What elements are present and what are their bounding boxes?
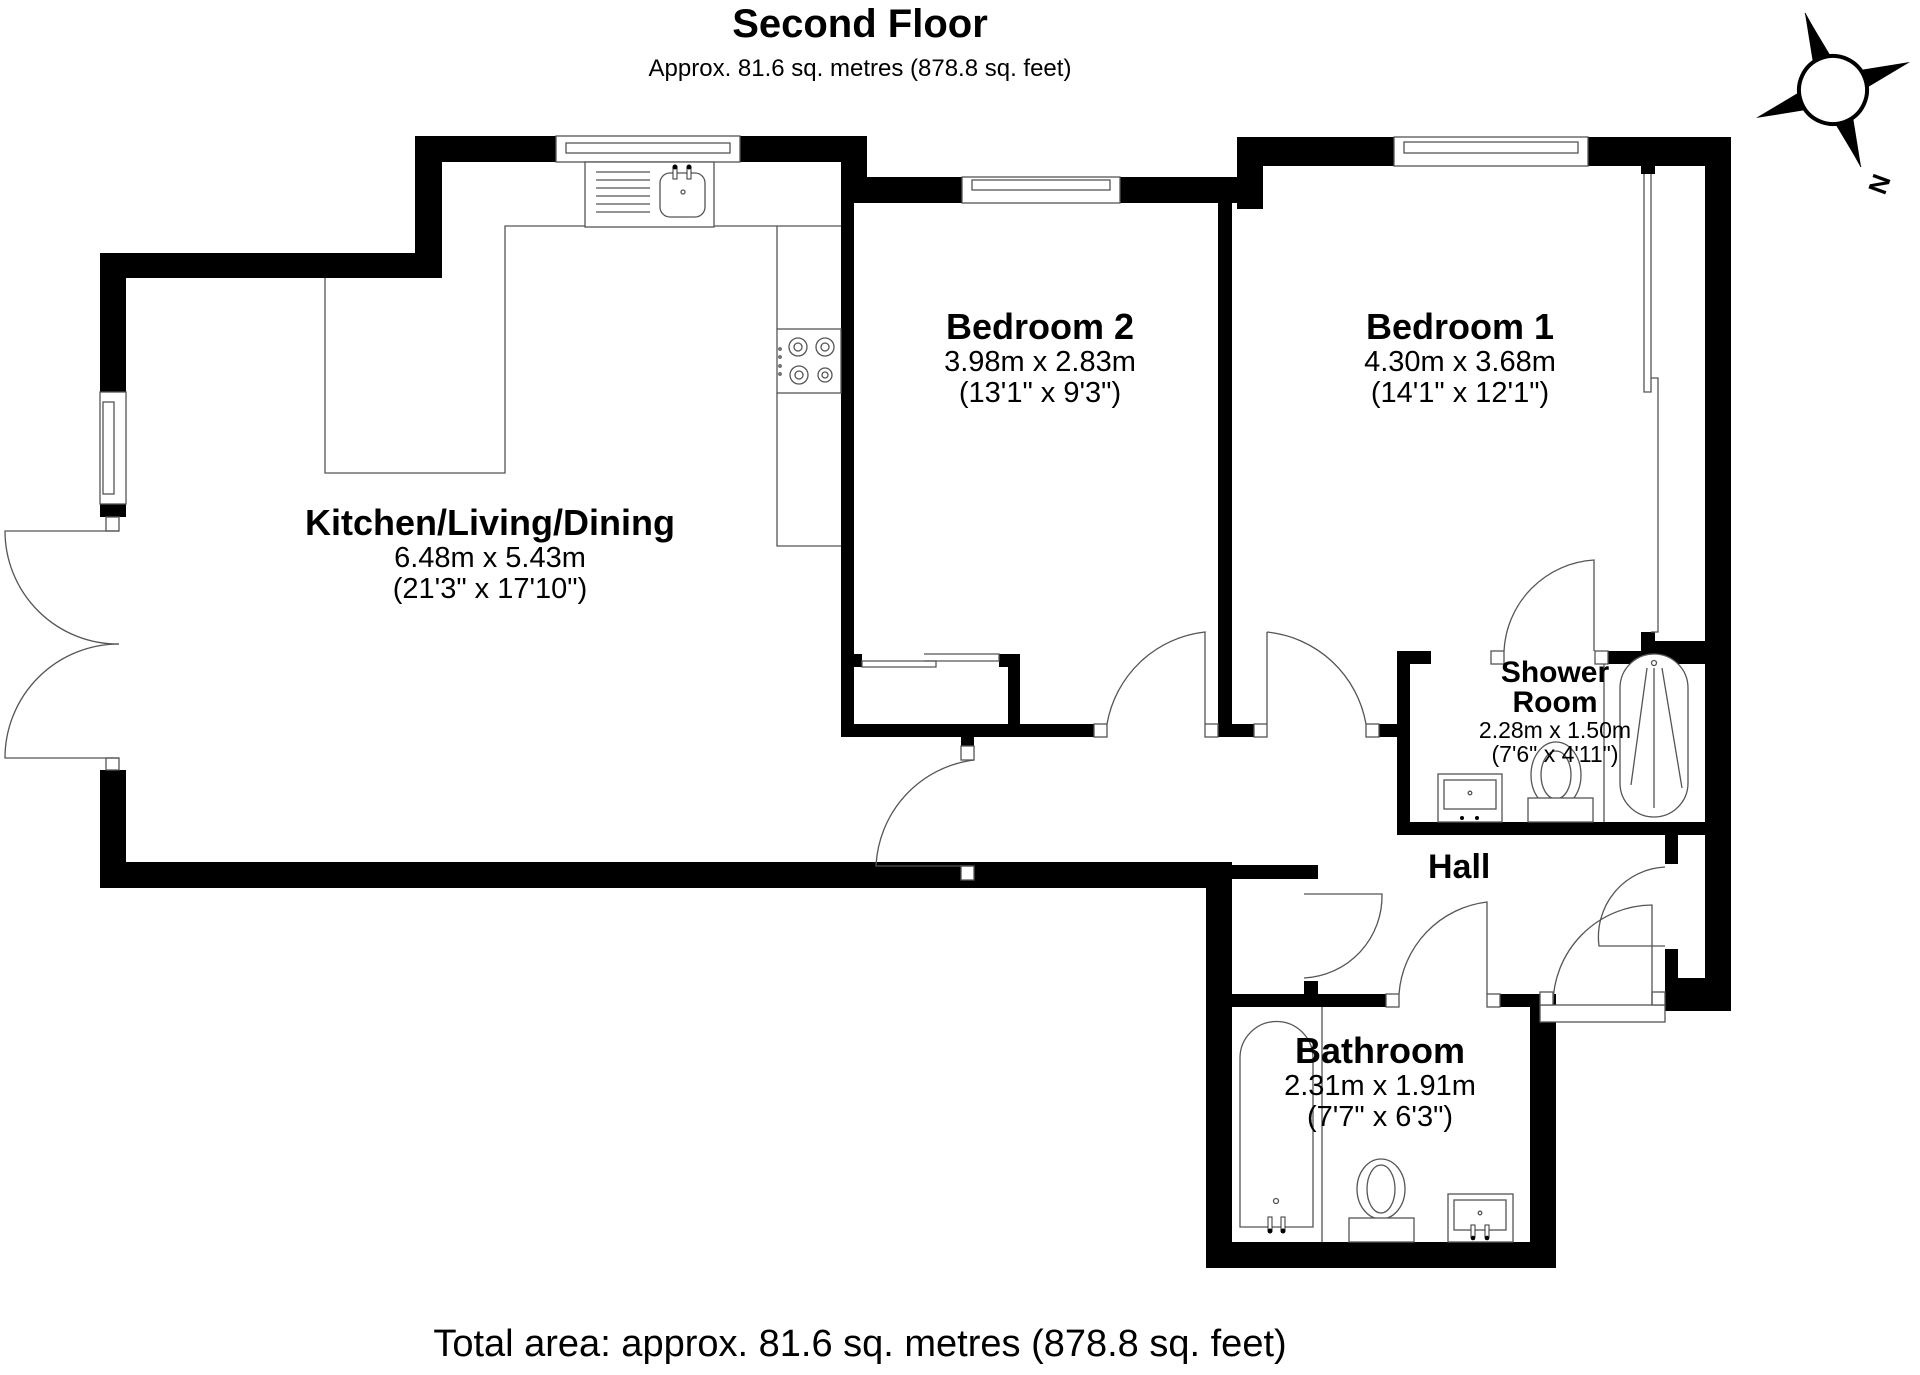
room-name: Bedroom 2 xyxy=(945,306,1135,347)
room-kitchen-living-dining: Kitchen/Living/Dining 6.48m x 5.43m (21'… xyxy=(200,502,780,606)
doors xyxy=(4,516,1666,1023)
room-metric: 2.28m x 1.50m xyxy=(1478,717,1632,743)
north-label: N xyxy=(1862,170,1897,198)
compass-rose-icon: N xyxy=(1755,12,1911,198)
room-name: Kitchen/Living/Dining xyxy=(305,502,675,543)
walls xyxy=(100,136,1731,1268)
total-area-footer: Total area: approx. 81.6 sq. metres (878… xyxy=(433,1323,1287,1365)
kitchen-fixtures xyxy=(324,161,842,547)
shower-room-fixtures xyxy=(1437,653,1689,823)
room-imperial: (13'1" x 9'3") xyxy=(958,377,1122,410)
floor-area-subtitle: Approx. 81.6 sq. metres (878.8 sq. feet) xyxy=(648,55,1072,82)
toilet-icon xyxy=(1356,1158,1406,1220)
room-metric: 6.48m x 5.43m xyxy=(394,541,586,574)
room-metric: 2.31m x 1.91m xyxy=(1284,1069,1476,1102)
room-hall: Hall xyxy=(1428,848,1491,886)
room-name-line2: Room xyxy=(1512,686,1598,719)
room-bathroom: Bathroom 2.31m x 1.91m (7'7" x 6'3") xyxy=(1240,1030,1520,1134)
room-bedroom-2: Bedroom 2 3.98m x 2.83m (13'1" x 9'3") xyxy=(880,306,1200,410)
windows xyxy=(99,135,1589,505)
room-name-line1: Shower xyxy=(1500,656,1610,689)
wardrobe-fixtures xyxy=(861,174,1659,668)
hob-icon xyxy=(776,328,842,394)
room-imperial: (7'7" x 6'3") xyxy=(1306,1101,1454,1134)
room-imperial: (7'6" x 4'11") xyxy=(1491,741,1619,768)
room-metric: 4.30m x 3.68m xyxy=(1364,345,1556,378)
sink-icon xyxy=(659,172,706,218)
room-name: Bathroom xyxy=(1295,1030,1465,1071)
room-imperial: (21'3" x 17'10") xyxy=(392,573,588,606)
room-imperial: (14'1" x 12'1") xyxy=(1370,377,1550,410)
drainer-icon xyxy=(596,171,650,213)
floor-title: Second Floor xyxy=(732,2,988,46)
room-name: Bedroom 1 xyxy=(1365,306,1555,347)
room-shower-room: Shower Room 2.28m x 1.50m (7'6" x 4'11") xyxy=(1440,656,1670,768)
room-bedroom-1: Bedroom 1 4.30m x 3.68m (14'1" x 12'1") xyxy=(1300,306,1620,410)
bathtub-icon xyxy=(1239,1020,1314,1228)
bathroom-fixtures xyxy=(1239,1007,1514,1243)
room-metric: 3.98m x 2.83m xyxy=(944,345,1136,378)
